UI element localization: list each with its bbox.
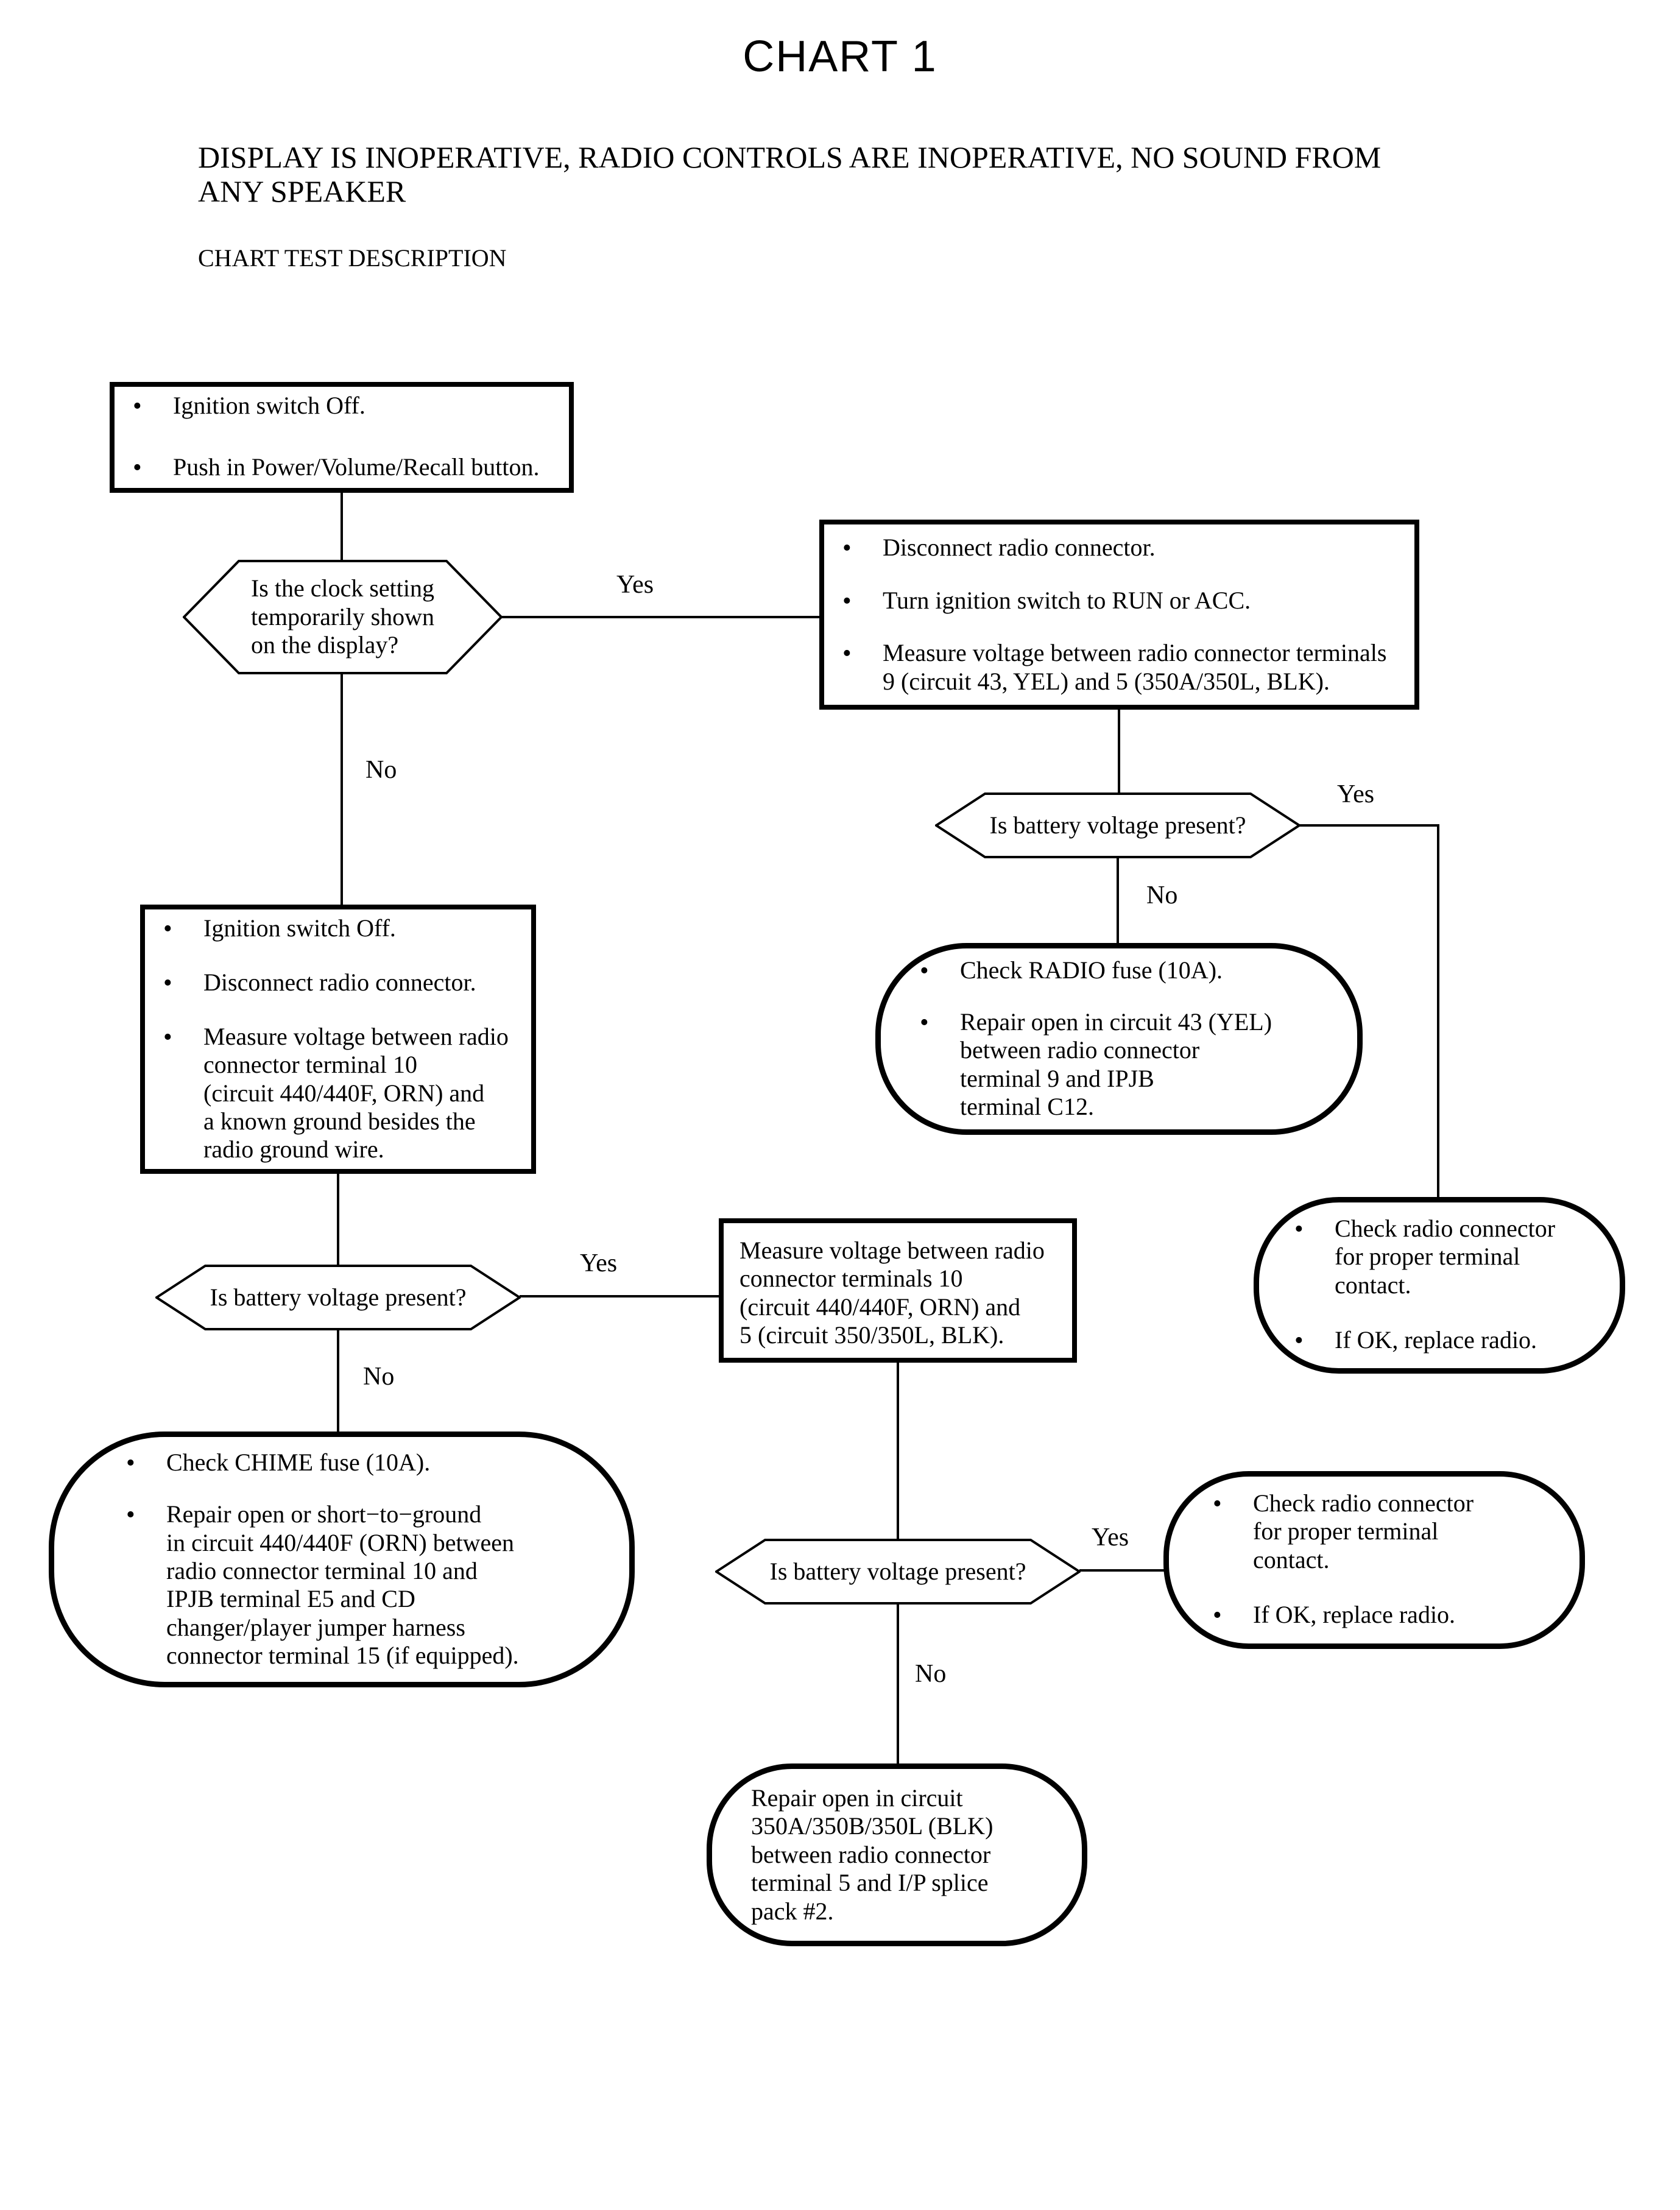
node-text: Measure voltage between radio connector … (883, 639, 1387, 695)
edge-label-yes: Yes (580, 1249, 618, 1277)
bullet-icon (838, 534, 883, 563)
bullet-icon (121, 1500, 166, 1530)
node-text: Is the clock setting temporarily shown o… (250, 574, 435, 659)
bullet-item: Disconnect radio connector. (838, 534, 1410, 563)
connector-box-to-battery2 (337, 1171, 339, 1266)
bullet-icon (121, 1449, 166, 1478)
edge-label-yes: Yes (1092, 1523, 1129, 1552)
bullet-item: Ignition switch Off. (158, 914, 526, 944)
node-text: Repair open in circuit 350A/350B/350L (B… (751, 1784, 994, 1925)
connector-battery1-yes-h (1298, 824, 1439, 827)
bullet-icon (1290, 1326, 1335, 1356)
connector-battery3-no (897, 1603, 899, 1766)
bullet-item: Check RADIO fuse (10A). (915, 956, 1351, 986)
node-text: Push in Power/Volume/Recall button. (173, 453, 540, 481)
connector-start-to-clock (341, 492, 343, 562)
node-text: Check radio connector for proper termina… (1253, 1489, 1474, 1573)
node-text: Disconnect radio connector. (203, 969, 476, 997)
bullet-icon (158, 1023, 203, 1053)
page-heading: DISPLAY IS INOPERATIVE, RADIO CONTROLS A… (198, 140, 1382, 208)
bullet-item: Measure voltage between radio connector … (838, 639, 1410, 696)
node-fix-chime-fuse: Check CHIME fuse (10A). Repair open or s… (49, 1432, 635, 1687)
connector-box-to-battery1 (1118, 707, 1120, 794)
connector-clock-no (341, 673, 343, 907)
edge-label-no: No (365, 756, 397, 784)
edge-label-no: No (1146, 881, 1178, 909)
node-text: Ignition switch Off. (203, 914, 396, 942)
node-text: Repair open or short−to−ground in circui… (166, 1500, 519, 1670)
bullet-item: If OK, replace radio. (1208, 1601, 1573, 1631)
connector-battery2-yes (520, 1295, 721, 1297)
page-title: CHART 1 (743, 32, 937, 81)
node-text: Check RADIO fuse (10A). (960, 956, 1223, 984)
bullet-item: Disconnect radio connector. (158, 969, 526, 998)
node-question-battery-2: Is battery voltage present? (155, 1264, 521, 1331)
edge-label-yes: Yes (1337, 780, 1375, 808)
bullet-icon (128, 392, 173, 422)
node-text: Repair open in circuit 43 (YEL) between … (960, 1008, 1272, 1121)
node-start: Ignition switch Off. Push in Power/Volum… (110, 382, 574, 493)
bullet-icon (1290, 1215, 1335, 1244)
node-text: If OK, replace radio. (1253, 1601, 1456, 1629)
bullet-icon (158, 969, 203, 998)
connector-clock-yes (501, 616, 822, 618)
node-text: Check radio connector for proper termina… (1335, 1215, 1556, 1299)
bullet-item: Check radio connector for proper termina… (1208, 1489, 1573, 1574)
node-check-voltage-10-5: Measure voltage between radio connector … (719, 1218, 1077, 1363)
node-text: Measure voltage between radio connector … (739, 1237, 1045, 1349)
bullet-item: Ignition switch Off. (128, 392, 564, 422)
bullet-item: Check radio connector for proper termina… (1290, 1215, 1614, 1299)
bullet-icon (1208, 1489, 1253, 1519)
node-text: If OK, replace radio. (1335, 1326, 1537, 1354)
node-question-clock: Is the clock setting temporarily shown o… (183, 559, 503, 675)
node-fix-ground-circuit: Repair open in circuit 350A/350B/350L (B… (707, 1763, 1087, 1946)
connector-battery2-no (337, 1329, 339, 1434)
edge-label-yes: Yes (616, 571, 654, 599)
hexagon-shape (155, 1265, 521, 1330)
connector-box-to-battery3 (897, 1360, 899, 1541)
edge-label-no: No (915, 1660, 947, 1688)
chart-test-description: CHART TEST DESCRIPTION (198, 244, 507, 272)
node-text: Is battery voltage present? (769, 1557, 1026, 1585)
node-check-connector-1: Check radio connector for proper termina… (1254, 1197, 1625, 1374)
node-text: Turn ignition switch to RUN or ACC. (883, 586, 1251, 614)
bullet-item: If OK, replace radio. (1290, 1326, 1614, 1356)
node-question-battery-1: Is battery voltage present? (935, 792, 1301, 859)
bullet-icon (838, 639, 883, 669)
node-check-voltage-10-ground: Ignition switch Off. Disconnect radio co… (140, 905, 536, 1174)
node-text: Ignition switch Off. (173, 392, 365, 420)
node-fix-radio-fuse: Check RADIO fuse (10A). Repair open in c… (875, 943, 1363, 1135)
bullet-icon (128, 453, 173, 483)
hexagon-shape (715, 1539, 1081, 1605)
node-question-battery-3: Is battery voltage present? (715, 1538, 1081, 1605)
bullet-item: Check CHIME fuse (10A). (121, 1449, 623, 1478)
bullet-item: Turn ignition switch to RUN or ACC. (838, 587, 1410, 616)
bullet-item: Push in Power/Volume/Recall button. (128, 453, 564, 483)
node-text: Measure voltage between radio connector … (203, 1022, 509, 1163)
bullet-item: Repair open or short−to−ground in circui… (121, 1500, 623, 1670)
bullet-icon (915, 1008, 960, 1038)
connector-battery1-no (1117, 856, 1119, 945)
bullet-item: Measure voltage between radio connector … (158, 1023, 526, 1164)
node-text: Is battery voltage present? (989, 811, 1246, 839)
bullet-item: Repair open in circuit 43 (YEL) between … (915, 1008, 1351, 1121)
connector-battery1-yes-v (1437, 824, 1439, 1199)
node-text: Disconnect radio connector. (883, 533, 1156, 561)
bullet-icon (915, 956, 960, 986)
node-check-voltage-9-5: Disconnect radio connector. Turn ignitio… (819, 520, 1419, 710)
bullet-icon (1208, 1601, 1253, 1631)
connector-battery3-yes (1079, 1569, 1165, 1572)
node-check-connector-2: Check radio connector for proper termina… (1163, 1471, 1585, 1649)
node-text: Is battery voltage present? (210, 1283, 467, 1311)
bullet-icon (158, 914, 203, 944)
node-text: Check CHIME fuse (10A). (166, 1449, 431, 1477)
edge-label-no: No (363, 1363, 395, 1391)
bullet-icon (838, 587, 883, 616)
